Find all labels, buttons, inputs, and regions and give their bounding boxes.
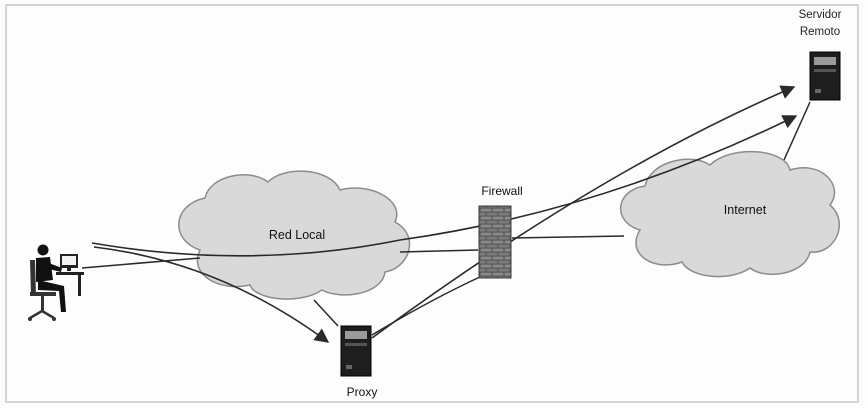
firewall-label: Firewall (462, 184, 542, 199)
link-firewall-to-internet (512, 236, 624, 238)
servidor-remoto-label-line2: Remoto (775, 24, 865, 41)
internet-label: Internet (690, 203, 800, 218)
link-internet-to-servidor (784, 102, 810, 160)
server-tower-icon (810, 52, 840, 100)
red-local-label: Red Local (232, 228, 362, 243)
person-at-workstation-icon (28, 245, 84, 322)
link-red-local-to-proxy (314, 300, 338, 326)
brick-wall-icon (479, 206, 511, 278)
servidor-remoto-label-line1: Servidor (775, 7, 865, 24)
proxy-label: Proxy (322, 385, 402, 400)
link-red-local-to-firewall (400, 250, 478, 252)
server-tower-icon (341, 326, 371, 376)
servidor-remoto-label: Servidor Remoto (775, 7, 865, 41)
